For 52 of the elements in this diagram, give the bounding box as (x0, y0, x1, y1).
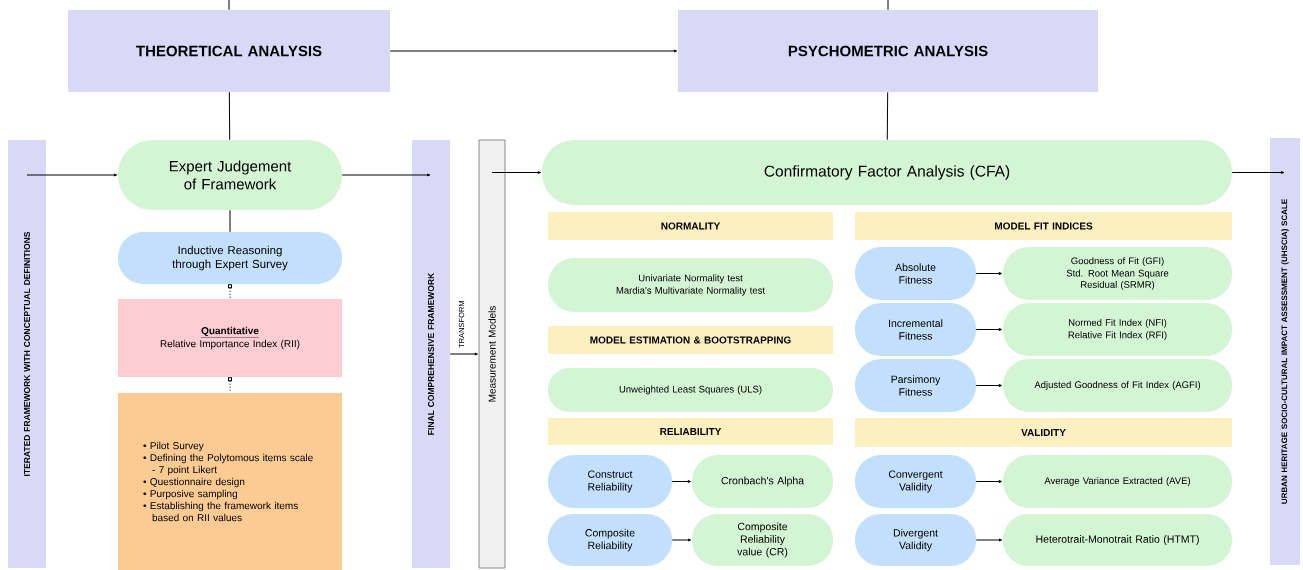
connector-line (228, 91, 231, 141)
section-header: MODEL ESTIMATION & BOOTSTRAPPING (548, 326, 833, 354)
process-pill: Construct Reliability (548, 455, 672, 508)
process-pill: Parsimony Fitness (855, 359, 976, 412)
section-header: RELIABILITY (548, 418, 833, 445)
vertical-band: ITERATED FRAMEWORK WITH CONCEPTUAL DEFINITIONS (8, 140, 46, 568)
arrow (671, 538, 692, 542)
process-pill: Average Variance Extracted (AVE) (1003, 455, 1232, 508)
section-header: VALIDITY (855, 418, 1232, 447)
section-header: MODEL FIT INDICES (855, 212, 1232, 240)
process-pill: Composite Reliability value (CR) (692, 514, 833, 566)
arrow (228, 377, 232, 394)
arrow (341, 173, 431, 177)
arrow (449, 352, 478, 356)
process-pill: Adjusted Goodness of Fit Index (AGFI) (1003, 359, 1232, 412)
process-pill: Univariate Normality test Mardia's Multivariate Normality test (548, 258, 833, 312)
connector-line (886, 91, 889, 141)
process-pill: Confirmatory Factor Analysis (CFA) (542, 140, 1232, 205)
process-pill: Heterotrait-Monotrait Ratio (HTMT) (1003, 514, 1232, 566)
vertical-band: FINAL COMPREHENSIVE FRAMEWORK (412, 140, 450, 568)
stage-box: THEORETICAL ANALYSIS (68, 10, 390, 92)
vertical-band: URBAN HERITAGE SOCIO-CULTURAL IMPACT ASSESSMENT (UHSCIA) SCALE (1270, 138, 1300, 565)
connector-line (228, 0, 230, 11)
process-pill: Goodness of Fit (GFI) Std. Root Mean Square Residual (SRMR) (1003, 247, 1232, 300)
arrow (228, 284, 232, 300)
process-pill: Unweighted Least Squares (ULS) (548, 368, 833, 412)
arrow (975, 538, 1003, 542)
process-pill: Absolute Fitness (855, 247, 976, 300)
arrow (389, 49, 678, 53)
connector-line (887, 0, 889, 11)
arrow (975, 384, 1003, 387)
method-box: Quantitative Relative Importance Index (RII) (118, 299, 342, 377)
process-pill: Expert Judgement of Framework (118, 140, 342, 210)
process-pill: Convergent Validity (855, 455, 976, 508)
process-pill: Inductive Reasoning through Expert Survey (118, 232, 342, 284)
arrow (26, 173, 118, 177)
arrow (1231, 171, 1285, 174)
arrow (671, 480, 692, 483)
process-pill: Normed Fit Index (NFI) Relative Fit Index (RFI) (1003, 303, 1232, 356)
vertical-band: Measurement Models (478, 139, 506, 569)
arrow (975, 480, 1003, 483)
connector-line (229, 209, 231, 233)
stage-box: PSYCHOMETRIC ANALYSIS (678, 10, 1098, 92)
process-pill: Divergent Validity (855, 514, 976, 566)
arrow (491, 171, 542, 174)
section-header: NORMALITY (548, 212, 833, 240)
process-pill: Composite Reliability (548, 514, 672, 566)
process-pill: Cronbach's Alpha (692, 455, 833, 508)
arrow (975, 272, 1003, 275)
method-box: • Pilot Survey • Defining the Polytomous items scale - 7 point Likert • Questionnaire design • Purposive sampling • Establishing the framework items based on RII values (118, 393, 342, 570)
arrow (975, 328, 1003, 331)
process-pill: Incremental Fitness (855, 303, 976, 356)
